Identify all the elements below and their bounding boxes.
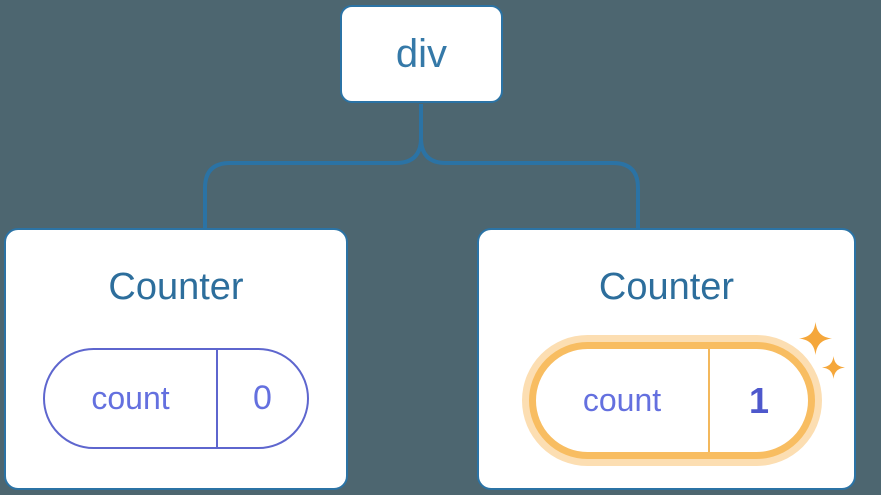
state-label: count (91, 380, 170, 416)
tree-node-div-label: div (395, 31, 448, 76)
counter-title: Counter (598, 266, 735, 308)
counter-title: Counter (108, 266, 244, 308)
pill-divider (708, 349, 710, 452)
pill-divider (216, 350, 218, 447)
counter-card-right: Counter count 1 (477, 228, 856, 490)
sparkle-icon (799, 322, 832, 355)
tree-node-div: div (340, 5, 503, 103)
state-value: 0 (253, 379, 272, 417)
state-pill-highlighted: count 1 (529, 342, 815, 459)
state-pill: count 0 (43, 348, 309, 449)
state-label: count (582, 382, 662, 418)
counter-card-left: Counter count 0 (4, 228, 348, 490)
state-value: 1 (748, 379, 770, 421)
sparkle-icon (822, 356, 845, 379)
